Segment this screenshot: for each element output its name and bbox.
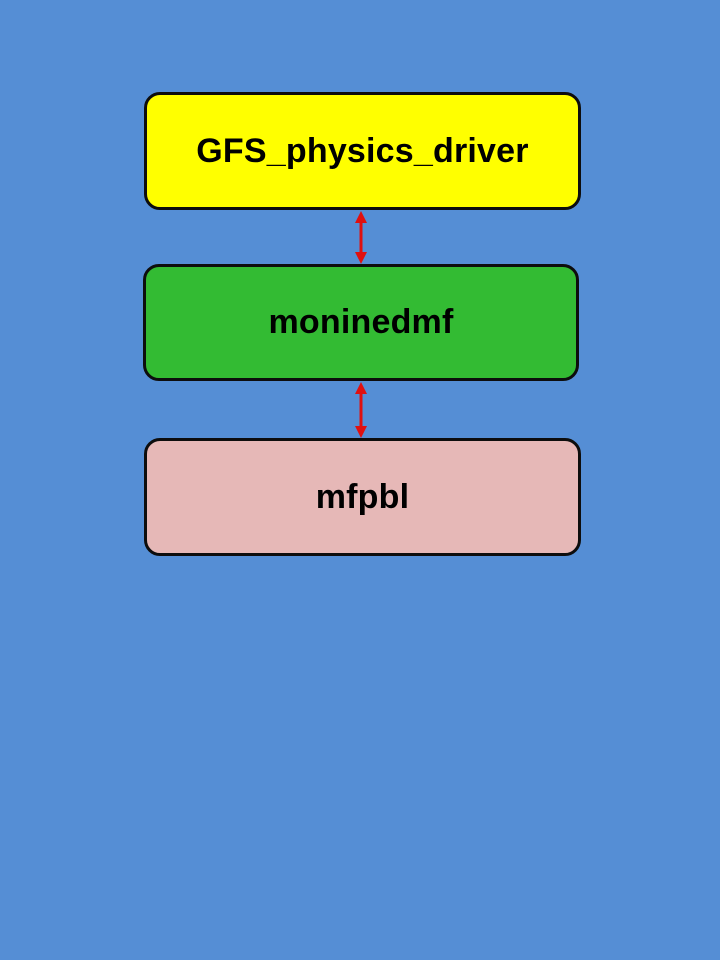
edge-gfs-to-moninedmf: [355, 211, 367, 264]
node-label: mfpbl: [315, 477, 410, 516]
arrowhead-up-icon: [355, 382, 367, 394]
edge-moninedmf-to-mfpbl: [355, 382, 367, 438]
arrowhead-up-icon: [355, 211, 367, 223]
node-label: moninedmf: [268, 303, 454, 341]
node-moninedmf: moninedmf: [143, 264, 579, 381]
node-label: GFS_physics_driver: [196, 131, 529, 170]
node-mfpbl: mfpbl: [144, 438, 581, 556]
arrowhead-down-icon: [355, 252, 367, 264]
arrowhead-down-icon: [355, 426, 367, 438]
node-gfs-physics-driver: GFS_physics_driver: [144, 92, 581, 210]
